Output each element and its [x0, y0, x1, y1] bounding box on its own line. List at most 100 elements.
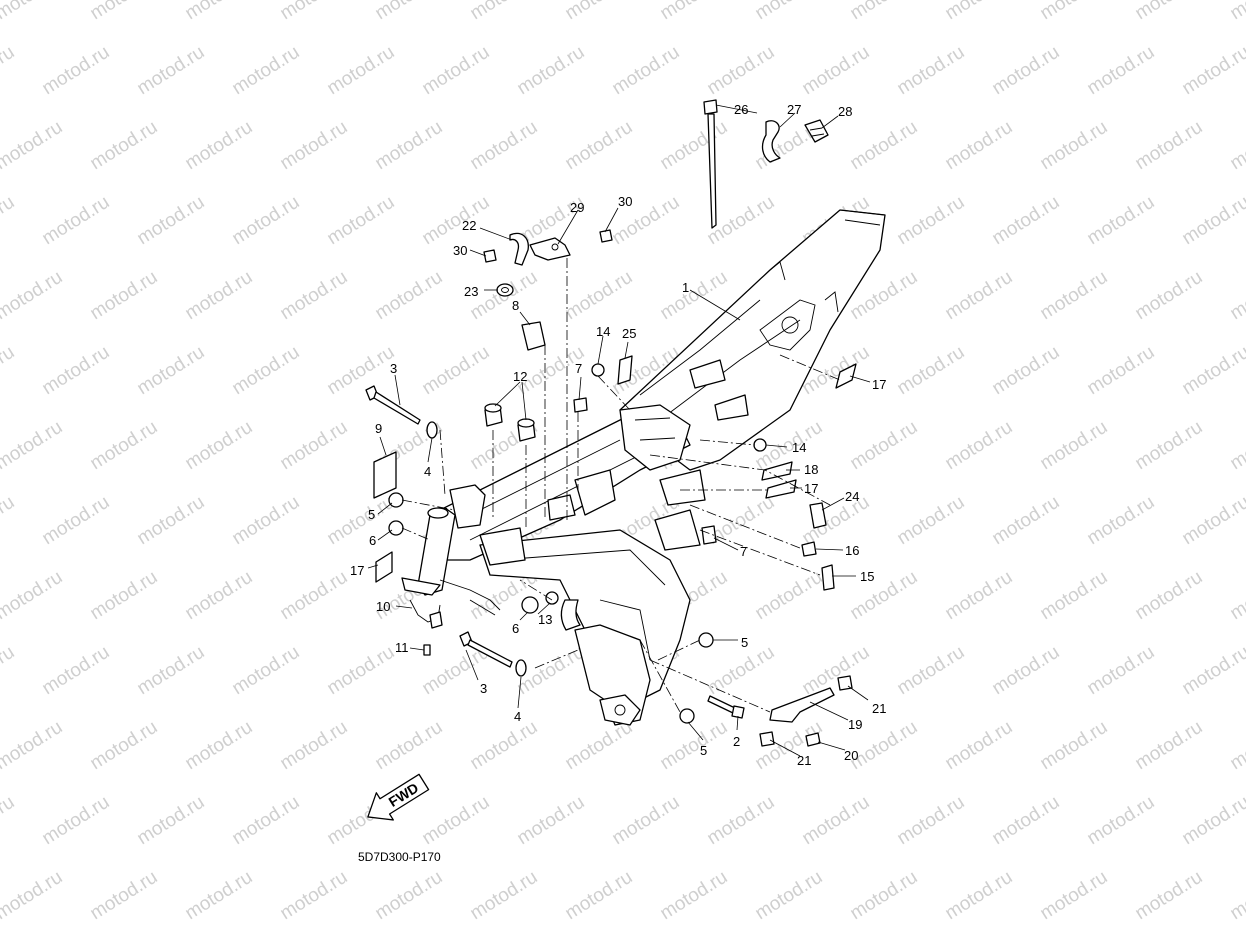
watermark-text: motod.ru	[87, 867, 162, 925]
callout-2: 2	[733, 734, 740, 749]
watermark-text: motod.ru	[0, 267, 66, 325]
watermark-text: motod.ru	[134, 342, 209, 400]
watermark-text: motod.ru	[39, 642, 114, 700]
watermark-text: motod.ru	[87, 267, 162, 325]
watermark-text: motod.ru	[799, 492, 874, 550]
assembly-lines	[401, 258, 841, 713]
callout-6-upper: 6	[369, 533, 376, 548]
callout-1: 1	[682, 280, 689, 295]
watermark-text: motod.ru	[1227, 417, 1246, 475]
callout-24: 24	[845, 489, 859, 504]
watermark-text: motod.ru	[182, 267, 257, 325]
watermark-text: motod.ru	[894, 492, 969, 550]
watermark-text: motod.ru	[229, 792, 304, 850]
watermark-text: motod.ru	[562, 117, 637, 175]
watermark-text: motod.ru	[1037, 567, 1112, 625]
watermark-text: motod.ru	[0, 192, 18, 250]
callout-13: 13	[538, 612, 552, 627]
watermark-text: motod.ru	[1037, 267, 1112, 325]
watermark-text: motod.ru	[467, 717, 542, 775]
callout-7-upper: 7	[575, 361, 582, 376]
watermark-text: motod.ru	[324, 192, 399, 250]
watermark-text: motod.ru	[1132, 267, 1207, 325]
watermark-text: motod.ru	[562, 0, 637, 24]
watermark-text: motod.ru	[1132, 717, 1207, 775]
watermark-text: motod.ru	[182, 567, 257, 625]
watermark-text: motod.ru	[609, 42, 684, 100]
callout-15: 15	[860, 569, 874, 584]
callout-28: 28	[838, 104, 852, 119]
watermark-text: motod.ru	[467, 0, 542, 24]
watermark-text: motod.ru	[799, 42, 874, 100]
watermark-text: motod.ru	[989, 492, 1064, 550]
callout-3-upper: 3	[390, 361, 397, 376]
watermark-text: motod.ru	[39, 492, 114, 550]
watermark-text: motod.ru	[657, 717, 732, 775]
watermark-text: motod.ru	[752, 567, 827, 625]
watermark-text: motod.ru	[799, 642, 874, 700]
watermark-text: motod.ru	[1084, 192, 1159, 250]
watermark-text: motod.ru	[1037, 117, 1112, 175]
watermark-text: motod.ru	[1084, 792, 1159, 850]
watermark-text: motod.ru	[942, 267, 1017, 325]
watermark-text: motod.ru	[324, 642, 399, 700]
watermark-text: motod.ru	[419, 342, 494, 400]
watermark-text: motod.ru	[1037, 717, 1112, 775]
callout-numbers: 1 2 3 3 4 4 5 5 5 6 6 7 7 8 9 10 11 12 1…	[350, 102, 886, 768]
watermark-text: motod.ru	[847, 0, 922, 24]
watermark-text: motod.ru	[87, 417, 162, 475]
watermark-text: motod.ru	[277, 417, 352, 475]
watermark-text: motod.ru	[562, 867, 637, 925]
watermark-text: motod.ru	[847, 567, 922, 625]
watermark-text: motod.ru	[0, 342, 18, 400]
watermark-text: motod.ru	[134, 492, 209, 550]
watermark-text: motod.ru	[277, 0, 352, 24]
watermark-text: motod.ru	[182, 117, 257, 175]
watermark-text: motod.ru	[87, 567, 162, 625]
watermark-text: motod.ru	[229, 42, 304, 100]
watermark-text: motod.ru	[277, 717, 352, 775]
callout-30-left: 30	[453, 243, 467, 258]
watermark-text: motod.ru	[182, 0, 257, 24]
watermark-text: motod.ru	[657, 867, 732, 925]
watermark-text: motod.ru	[182, 867, 257, 925]
watermark-text: motod.ru	[704, 42, 779, 100]
watermark-text: motod.ru	[87, 117, 162, 175]
watermark-text: motod.ru	[942, 117, 1017, 175]
callout-11: 11	[395, 640, 409, 655]
callout-6-lower: 6	[512, 621, 519, 636]
watermark-text: motod.ru	[657, 267, 732, 325]
watermark-text: motod.ru	[39, 342, 114, 400]
watermark-text: motod.ru	[1084, 342, 1159, 400]
watermark-text: motod.ru	[1084, 492, 1159, 550]
callout-17-left: 17	[350, 563, 364, 578]
watermark-text: motod.ru	[1132, 0, 1207, 24]
watermark-text: motod.ru	[1227, 0, 1246, 24]
watermark-text: motod.ru	[1132, 567, 1207, 625]
watermark-text: motod.ru	[1132, 117, 1207, 175]
watermark-text: motod.ru	[514, 42, 589, 100]
watermark-text: motod.ru	[1179, 792, 1246, 850]
watermark-text: motod.ru	[609, 792, 684, 850]
watermark-text: motod.ru	[1179, 342, 1246, 400]
watermark-text: motod.ru	[134, 792, 209, 850]
watermark-text: motod.ru	[229, 642, 304, 700]
watermark-text: motod.ru	[989, 792, 1064, 850]
watermark-text: motod.ru	[0, 717, 66, 775]
reference-code: 5D7D300-P170	[358, 850, 441, 864]
callout-22: 22	[462, 218, 476, 233]
watermark-text: motod.ru	[514, 792, 589, 850]
watermark-text: motod.ru	[704, 642, 779, 700]
watermark-text: motod.ru	[134, 642, 209, 700]
watermark-text: motod.ru	[277, 867, 352, 925]
watermark-text: motod.ru	[894, 792, 969, 850]
watermark-text: motod.ru	[942, 567, 1017, 625]
watermark-text: motod.ru	[419, 192, 494, 250]
watermark-text: motod.ru	[39, 792, 114, 850]
watermark-text: motod.ru	[752, 867, 827, 925]
watermark-text: motod.ru	[704, 792, 779, 850]
watermark-text: motod.ru	[1179, 642, 1246, 700]
watermark-text: motod.ru	[372, 0, 447, 24]
callout-14-right: 14	[792, 440, 806, 455]
